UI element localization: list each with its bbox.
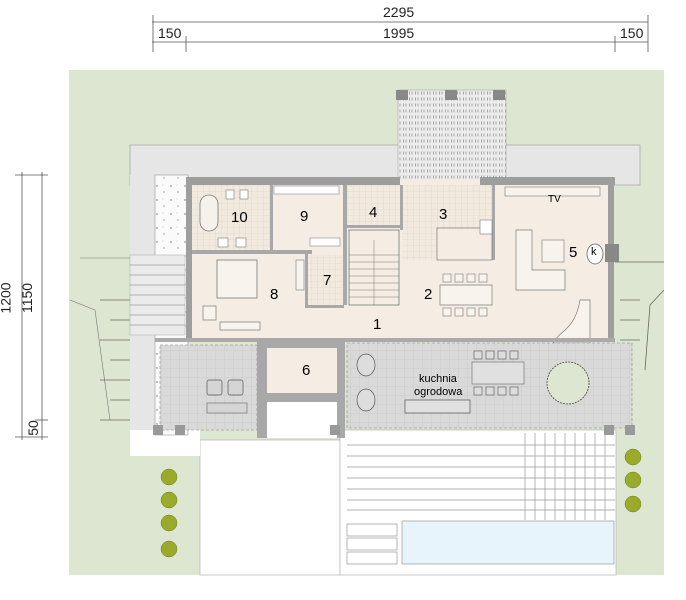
room-label-1: 1 — [373, 316, 382, 333]
dim-top-total: 2295 — [383, 4, 415, 20]
room-label-7: 7 — [323, 272, 332, 289]
dim-top-right: 150 — [620, 25, 644, 41]
room-6 — [267, 348, 337, 393]
room-4 — [347, 185, 402, 228]
swimming-pool — [401, 520, 615, 565]
room-label-2: 2 — [424, 286, 433, 303]
bed — [216, 259, 258, 299]
dim-top-left: 150 — [158, 25, 182, 41]
room-label-9: 9 — [300, 208, 309, 225]
room-label-4: 4 — [369, 204, 378, 221]
room-label-6: 6 — [302, 362, 311, 379]
dim-side-bottom: 50 — [24, 420, 41, 436]
garden-kitchen-counter — [404, 399, 471, 414]
tree — [546, 361, 590, 405]
garden-kitchen-label-2: ogrodowa — [414, 386, 463, 398]
sofa — [515, 229, 566, 291]
room-label-3: 3 — [439, 206, 448, 223]
dim-top-middle: 1995 — [383, 25, 415, 41]
room-7-wc — [308, 255, 342, 305]
tv-label: TV — [548, 194, 561, 205]
room-label-10: 10 — [231, 209, 248, 226]
fireplace — [586, 243, 604, 265]
room-label-5: 5 — [569, 244, 578, 261]
dimension-lines — [15, 15, 649, 440]
dim-side-total: 1200 — [0, 282, 14, 314]
garden-kitchen-label-1: kuchnia — [419, 373, 457, 385]
dim-side-main: 1150 — [19, 282, 36, 314]
outdoor-table — [471, 361, 525, 385]
room-label-8: 8 — [270, 286, 279, 303]
dining-table — [439, 284, 493, 306]
shrub-icons — [160, 448, 642, 558]
fireplace-label: k — [591, 246, 597, 258]
